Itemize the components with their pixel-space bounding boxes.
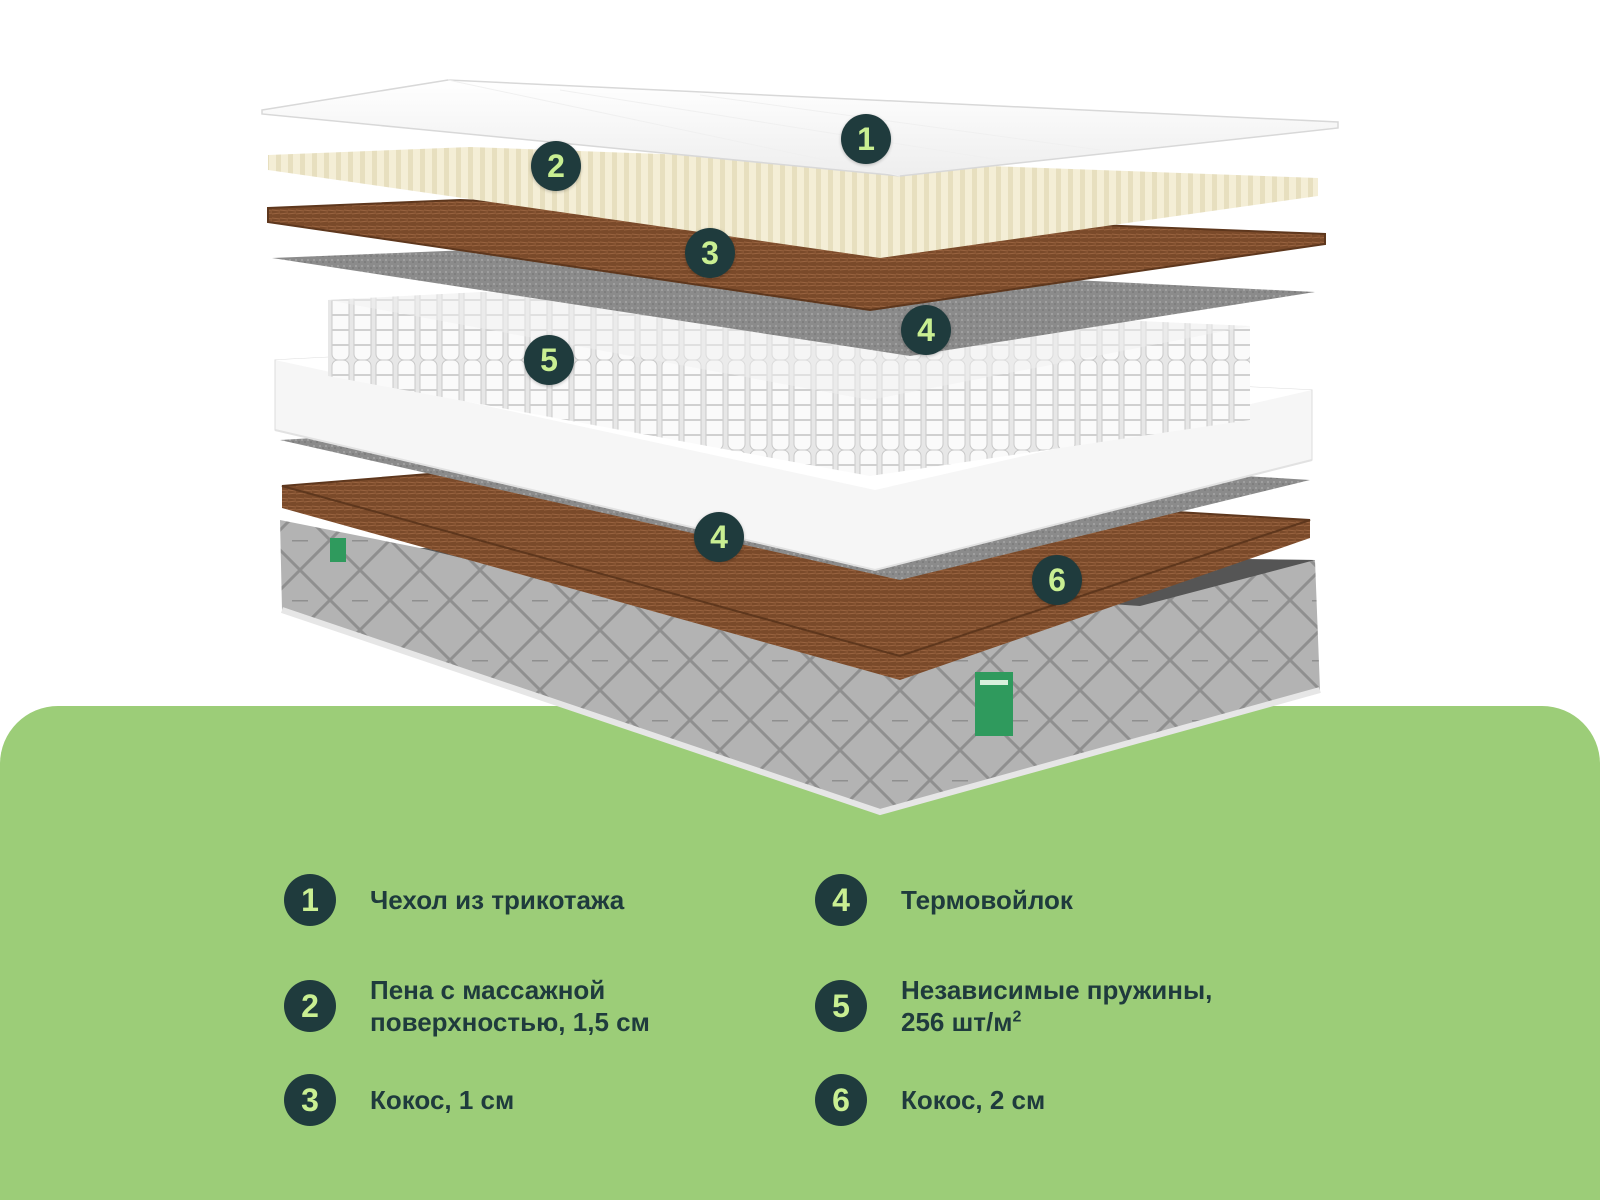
legend-item-4: 4 Термовойлок — [815, 874, 1073, 926]
badge-massage-foam: 2 — [531, 141, 581, 191]
legend-number: 6 — [815, 1074, 867, 1126]
legend-label: Пена с массажной поверхностью, 1,5 см — [370, 974, 650, 1038]
legend-label-line: Независимые пружины, — [901, 975, 1213, 1005]
legend-label-line: поверхностью, 1,5 см — [370, 1007, 650, 1037]
layer-cover — [261, 79, 1339, 177]
mattress-layers-illustration — [261, 79, 1339, 816]
legend-number: 2 — [284, 980, 336, 1032]
legend-item-5: 5 Независимые пружины, 256 шт/м2 — [815, 974, 1212, 1038]
legend-label-line: 256 шт/м2 — [901, 1006, 1212, 1038]
legend-label-line: Кокос, 2 см — [901, 1085, 1046, 1115]
badge-springs: 5 — [524, 335, 574, 385]
legend-number: 4 — [815, 874, 867, 926]
legend-label: Кокос, 1 см — [370, 1084, 514, 1116]
legend-number: 3 — [284, 1074, 336, 1126]
badge-cover: 1 — [841, 114, 891, 164]
legend-label: Независимые пружины, 256 шт/м2 — [901, 974, 1212, 1038]
layer-massage-foam — [268, 147, 1318, 258]
legend-item-6: 6 Кокос, 2 см — [815, 1074, 1045, 1126]
legend-item-1: 1 Чехол из трикотажа — [284, 874, 624, 926]
legend-number: 1 — [284, 874, 336, 926]
superscript-2: 2 — [1012, 1008, 1022, 1026]
legend-number: 5 — [815, 980, 867, 1032]
legend-label: Кокос, 2 см — [901, 1084, 1045, 1116]
legend-label-line: Чехол из трикотажа — [370, 885, 625, 915]
legend-label-line: Кокос, 1 см — [370, 1085, 515, 1115]
legend-label: Чехол из трикотажа — [370, 884, 624, 916]
badge-coconut-bottom: 6 — [1032, 555, 1082, 605]
legend-label-line: Термовойлок — [901, 885, 1073, 915]
legend-item-2: 2 Пена с массажной поверхностью, 1,5 см — [284, 974, 650, 1038]
legend-label-line: Пена с массажной — [370, 975, 606, 1005]
layer-felt-top — [272, 250, 1315, 356]
legend-panel — [0, 706, 1600, 1200]
badge-coconut-top: 3 — [685, 228, 735, 278]
badge-felt-top: 4 — [901, 305, 951, 355]
legend-item-3: 3 Кокос, 1 см — [284, 1074, 514, 1126]
legend-label: Термовойлок — [901, 884, 1073, 916]
green-label-left — [330, 538, 346, 562]
legend-label-value: 256 шт/м — [901, 1007, 1013, 1037]
badge-felt-bottom: 4 — [694, 512, 744, 562]
